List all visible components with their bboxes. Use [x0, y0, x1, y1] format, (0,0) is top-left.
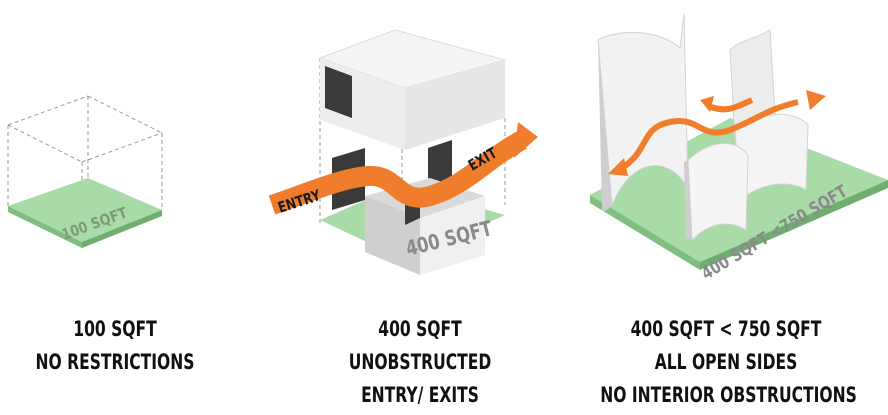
caption-line: 100 SQFT — [73, 317, 157, 341]
path-arrow — [268, 131, 527, 215]
caption-750-sqft: 400 SQFT < 750 SQFT ALL OPEN SIDES NO IN… — [600, 313, 857, 412]
caption-line: 400 SQFT — [378, 317, 462, 341]
circulation-arrow — [620, 99, 799, 171]
dashed-volume-outline — [7, 95, 163, 243]
upper-volume-right — [405, 60, 505, 150]
caption-line: 400 SQFT < 750 SQFT — [630, 317, 822, 341]
caption-line: ENTRY/ EXITS — [361, 383, 479, 407]
arrow-head — [514, 122, 538, 158]
panel-400-sqft: ENTRY EXIT 400 SQFT 400 SQFT UNOBSTRUCTE… — [268, 0, 560, 415]
lower-block-right — [420, 196, 485, 275]
floor-slab — [8, 178, 162, 242]
caption-line: UNOBSTRUCTED — [348, 350, 492, 374]
caption-line: ALL OPEN SIDES — [654, 350, 798, 374]
dark-opening — [325, 66, 352, 118]
diagram-400-sqft: ENTRY EXIT 400 SQFT — [268, 29, 538, 275]
diagram-100-sqft: 100 SQFT — [7, 95, 163, 248]
caption-100-sqft: 100 SQFT NO RESTRICTIONS — [19, 313, 211, 379]
caption-400-sqft: 400 SQFT UNOBSTRUCTED ENTRY/ EXITS — [324, 313, 516, 412]
curved-wall — [687, 143, 749, 242]
caption-line: NO INTERIOR OBSTRUCTIONS — [600, 383, 857, 407]
diagram-750-sqft: 400 SQFT <750 SQFT — [590, 13, 888, 284]
caption-line: NO RESTRICTIONS — [35, 350, 195, 374]
panel-100-sqft: 100 SQFT 100 SQFT NO RESTRICTIONS — [0, 0, 230, 415]
panel-750-sqft: 400 SQFT <750 SQFT 400 SQFT < 750 SQFT A… — [580, 0, 888, 415]
